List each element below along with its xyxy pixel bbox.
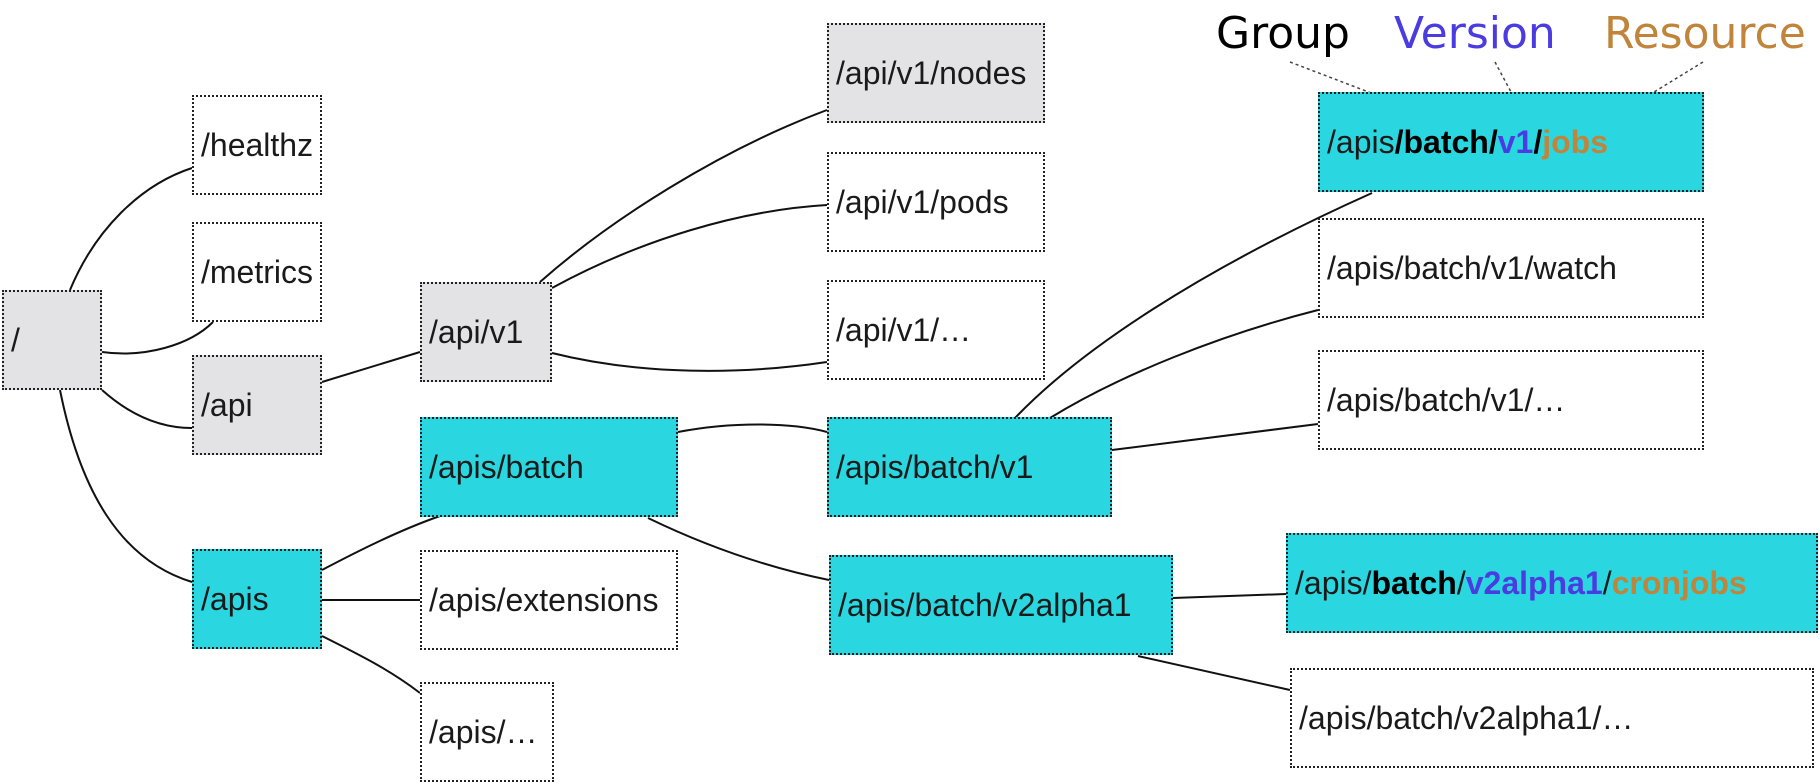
path-resource: cronjobs	[1611, 564, 1747, 601]
path-resource: jobs	[1542, 123, 1608, 160]
node-label: /healthz	[201, 126, 314, 163]
edge-batch-v2alpha1	[647, 517, 830, 581]
edge-root-apis	[59, 389, 193, 583]
edge-batchv1-etc	[1111, 423, 1319, 451]
node-jobs[interactable]: /apis/batch/v1/jobs	[1318, 92, 1704, 192]
node-batch-v1-etc[interactable]: /apis/batch/v1/…	[1318, 350, 1704, 450]
node-apis-etc[interactable]: /apis/…	[420, 682, 554, 782]
node-label: /metrics	[201, 253, 313, 290]
node-apis-batch-v1[interactable]: /apis/batch/v1	[827, 417, 1112, 517]
edge-apiv1-etc	[551, 352, 828, 372]
path-separator: /	[1602, 564, 1612, 601]
node-label: /apis/extensions	[429, 581, 659, 618]
path-prefix: /apis/	[1295, 564, 1372, 601]
legend-resource-label: Resource	[1604, 8, 1806, 59]
node-label: /apis/batch/v2alpha1/…	[1299, 699, 1634, 736]
edge-apis-batch	[321, 515, 441, 571]
node-batch-v1-watch[interactable]: /apis/batch/v1/watch	[1318, 218, 1704, 318]
node-label: /api/v1/…	[836, 311, 972, 348]
edge-root-metrics	[101, 321, 214, 355]
node-api-v1-nodes[interactable]: /api/v1/nodes	[827, 23, 1045, 123]
node-cronjobs[interactable]: /apis/batch/v2alpha1/cronjobs	[1286, 533, 1818, 633]
path-version: v2alpha1	[1465, 564, 1603, 601]
edge-root-healthz	[69, 167, 193, 291]
edge-v2alpha1-etc	[1137, 655, 1291, 691]
edge-apiv1-nodes	[539, 109, 828, 283]
edge-root-api	[101, 389, 193, 429]
node-label: /apis/batch/v1/…	[1327, 381, 1566, 418]
node-apis-batch[interactable]: /apis/batch	[420, 417, 678, 517]
node-api-v1[interactable]: /api/v1	[420, 282, 552, 382]
node-apis[interactable]: /apis	[192, 549, 322, 649]
node-root[interactable]: /	[2, 290, 102, 390]
legend-group-label: Group	[1216, 8, 1350, 59]
node-label: /	[11, 321, 20, 358]
node-label: /api/v1/nodes	[836, 54, 1027, 91]
path-prefix: /apis	[1327, 123, 1395, 160]
node-batch-v2alpha1-etc[interactable]: /apis/batch/v2alpha1/…	[1290, 668, 1814, 768]
node-label: /apis/batch/v2alpha1	[838, 586, 1132, 623]
node-label: /apis/batch/v1/watch	[1327, 249, 1617, 286]
legend-version-label: Version	[1394, 8, 1556, 59]
edge-batchv1-jobs	[1014, 192, 1373, 419]
edge-batch-batchv1	[677, 423, 828, 433]
node-api-v1-pods[interactable]: /api/v1/pods	[827, 152, 1045, 252]
edge-apis-etc	[321, 635, 421, 694]
edge-batchv1-watch	[1049, 309, 1319, 419]
node-label: /api/v1	[429, 313, 524, 350]
node-label: /apis/batch	[429, 448, 584, 485]
node-healthz[interactable]: /healthz	[192, 95, 322, 195]
edge-v2alpha1-cronjobs	[1172, 593, 1287, 599]
node-label: /apis/…	[429, 713, 538, 750]
path-separator: /	[1456, 564, 1466, 601]
edge-api-apiv1	[321, 351, 421, 383]
node-api-v1-etc[interactable]: /api/v1/…	[827, 280, 1045, 380]
node-label: /api/v1/pods	[836, 183, 1009, 220]
node-apis-batch-v2alpha1[interactable]: /apis/batch/v2alpha1	[829, 555, 1173, 655]
node-label: /apis/batch/v1	[836, 448, 1034, 485]
node-metrics[interactable]: /metrics	[192, 222, 322, 322]
path-version: v1	[1497, 123, 1534, 160]
node-label: /apis	[201, 580, 269, 617]
node-label: /api	[201, 386, 253, 423]
edge-apiv1-pods	[551, 204, 828, 289]
path-group: batch	[1371, 564, 1457, 601]
node-apis-extensions[interactable]: /apis/extensions	[420, 550, 678, 650]
path-separator: /	[1533, 123, 1543, 160]
path-group: /batch/	[1394, 123, 1498, 160]
node-api[interactable]: /api	[192, 355, 322, 455]
